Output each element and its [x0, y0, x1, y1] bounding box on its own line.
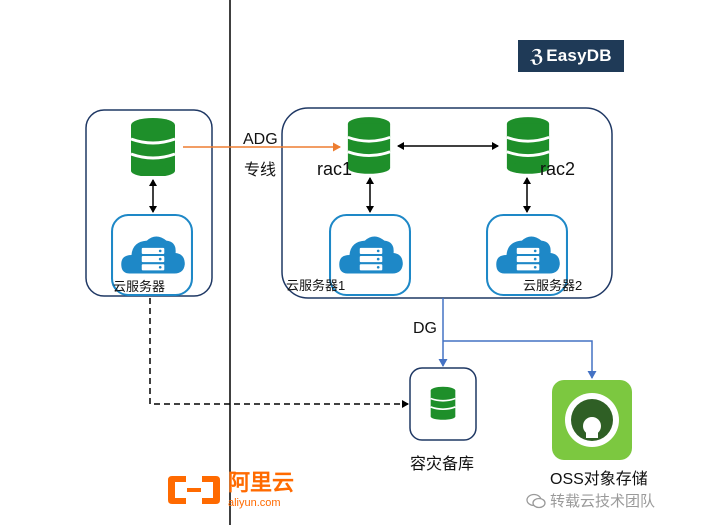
- aliyun-logo: 阿里云 aliyun.com: [166, 469, 294, 511]
- oss-icon: [552, 380, 632, 460]
- adg-label-line2: 专线: [244, 162, 277, 179]
- database-icon: [129, 118, 177, 176]
- database-icon: [429, 386, 457, 420]
- database-icon: [346, 116, 392, 174]
- oss-label: OSS对象存储: [550, 471, 648, 488]
- dg-label: DG: [413, 320, 437, 337]
- rac1-label: rac1: [317, 159, 353, 179]
- dr-database-box: [409, 367, 477, 441]
- cloud-server-2-label: 云服务器2: [523, 278, 583, 293]
- adg-label: ADG: [243, 131, 278, 148]
- watermark-text: 转载云技术团队: [550, 493, 656, 510]
- rac-cluster-frame: [281, 107, 613, 299]
- rac2-label: rac2: [540, 159, 576, 179]
- aliyun-logo-url: aliyun.com: [228, 496, 281, 509]
- watermark: 转载云技术团队: [526, 490, 655, 511]
- easydb-logo-text: EasyDB: [546, 46, 612, 65]
- wechat-icon: [526, 493, 546, 508]
- dashed-backup-link: [149, 298, 409, 408]
- cloud-server-1-label: 云服务器1: [286, 278, 346, 293]
- source-frame: [85, 109, 213, 297]
- dg-link: [438, 298, 597, 379]
- aliyun-logo-cn: 阿里云: [228, 469, 295, 495]
- aliyun-logo-icon: [168, 476, 220, 504]
- dr-db-label: 容灾备库: [410, 456, 475, 473]
- cloud-server-left-label: 云服务器: [113, 279, 166, 294]
